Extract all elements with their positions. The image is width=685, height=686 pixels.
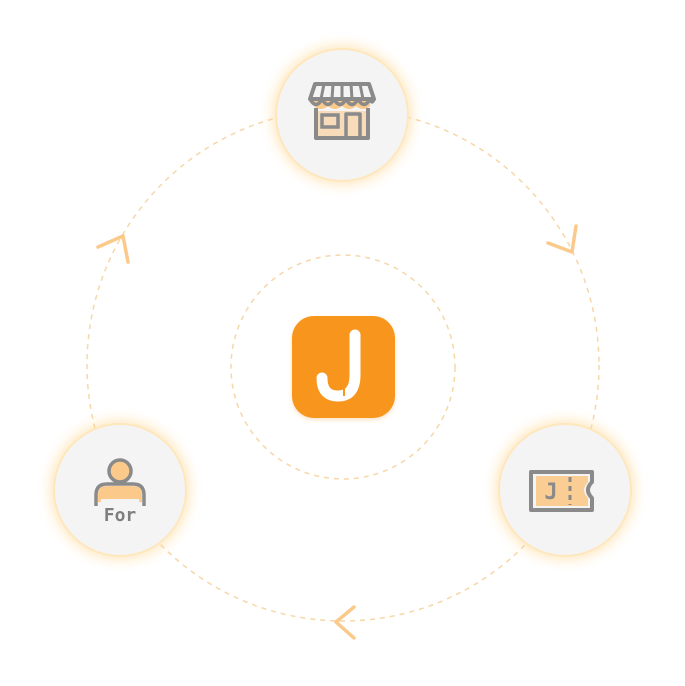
inner-ring xyxy=(230,254,456,480)
center-logo xyxy=(292,316,395,418)
user-node: For xyxy=(50,420,190,560)
user-for-icon: For xyxy=(94,458,146,526)
ticket-icon: J xyxy=(529,470,594,512)
arrow-ticket-to-user xyxy=(334,605,356,640)
j-app-logo-icon xyxy=(292,316,395,418)
outer-cycle-ring xyxy=(86,108,600,622)
storefront-icon xyxy=(308,82,376,140)
user-for-label: For xyxy=(104,505,137,526)
logo-j-glyph xyxy=(316,329,361,402)
arrow-user-to-store xyxy=(96,234,130,264)
ticket-letter: J xyxy=(544,480,557,505)
arrow-store-to-ticket xyxy=(546,224,578,254)
ticket-node: J xyxy=(495,420,635,560)
store-node xyxy=(272,45,412,185)
